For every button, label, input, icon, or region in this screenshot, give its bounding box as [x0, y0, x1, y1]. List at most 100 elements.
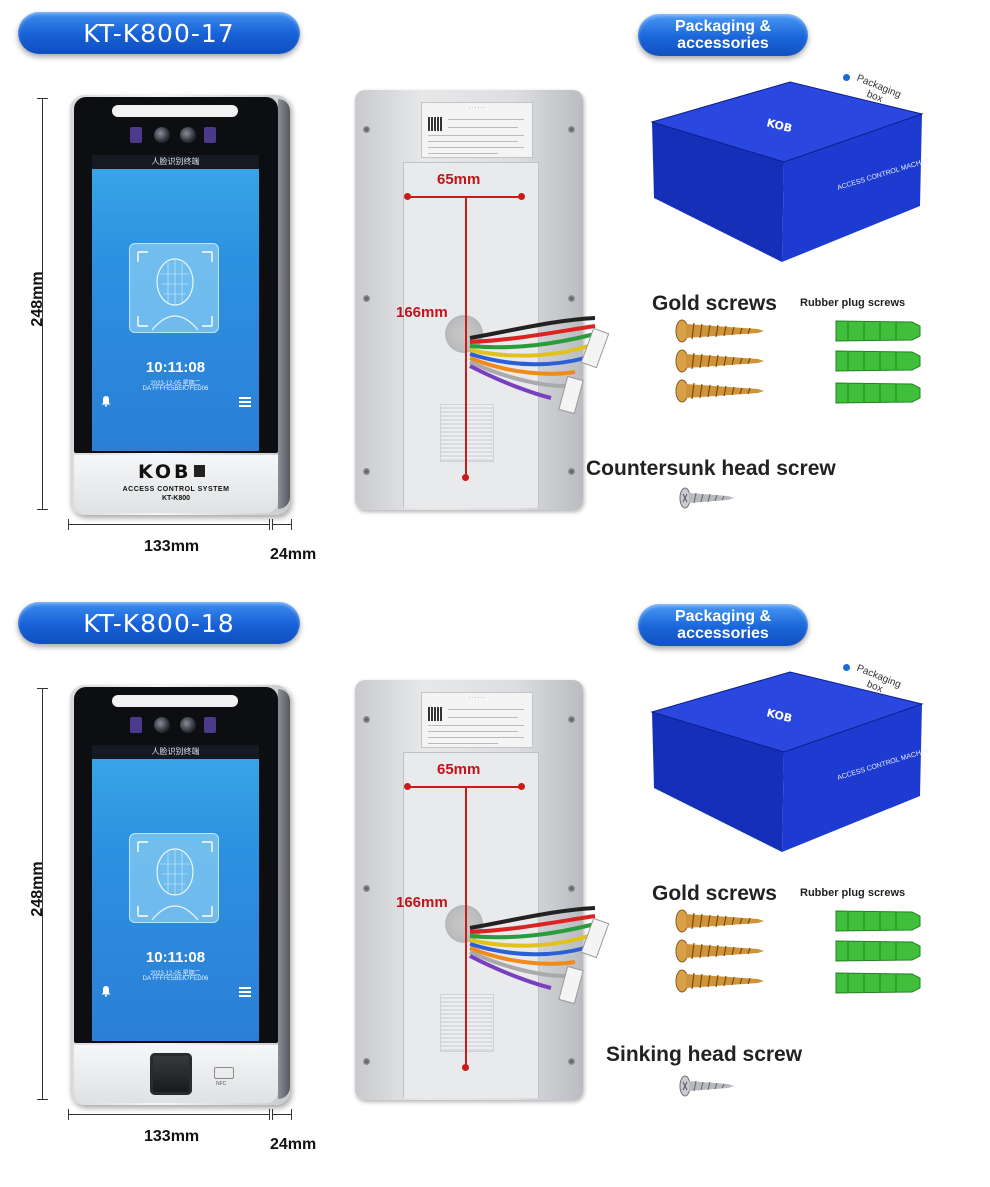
product-sticker: · · · · · · — [421, 692, 533, 748]
mount-hole — [568, 295, 575, 302]
camera-lens-left — [154, 717, 170, 733]
device-front: 人脸识别终端 10:11:08 2023-12-05 星期二 DA FFFFE5… — [70, 685, 290, 1105]
fingerprint-sensor — [150, 1053, 192, 1095]
mount-hole — [363, 468, 370, 475]
box-label-dot — [843, 664, 850, 671]
packaging-title: Packaging & accessories — [638, 604, 808, 646]
screen-header: 人脸识别终端 — [92, 745, 259, 759]
vertical-spacing-label: 166mm — [396, 304, 448, 321]
bell-icon — [101, 396, 111, 407]
device-screen: 人脸识别终端 10:11:08 2023-12-05 星期二 DA FFFFE5… — [92, 155, 259, 451]
device-front: 人脸识别终端 10:11:08 2023-12-05 星期二 DA FFFFE5… — [70, 95, 290, 515]
rubber-plug-icon — [835, 350, 921, 372]
mount-hole — [363, 126, 370, 133]
device-bezel: 人脸识别终端 10:11:08 2023-12-05 星期二 DA FFFFE5… — [74, 97, 278, 453]
device-bezel: 人脸识别终端 10:11:08 2023-12-05 星期二 DA FFFFE5… — [74, 687, 278, 1043]
model-title: KT-K800-18 — [18, 602, 300, 644]
measure-dot — [404, 193, 411, 200]
mount-hole — [363, 885, 370, 892]
hole-spacing-label: 65mm — [437, 171, 481, 188]
measure-dot — [518, 193, 525, 200]
ir-sensor-left — [130, 127, 142, 143]
measure-dot — [518, 783, 525, 790]
rubber-plug-icon — [835, 940, 921, 962]
height-dimension-line — [37, 688, 48, 1100]
width-label: 133mm — [144, 538, 200, 555]
height-label: 248mm — [29, 861, 46, 917]
device-side-edge — [278, 99, 290, 509]
box-logo: KOB — [765, 116, 793, 135]
depth-dimension-line — [272, 519, 292, 530]
measure-dot — [462, 474, 469, 481]
screen-header: 人脸识别终端 — [92, 155, 259, 169]
fill-light-bar — [112, 105, 238, 117]
box-label-dot — [843, 74, 850, 81]
vertical-spacing-line — [465, 786, 467, 1068]
height-dimension-line — [37, 98, 48, 510]
device-bottom-panel: KOB ACCESS CONTROL SYSTEM KT-K800 — [74, 455, 278, 513]
rubber-plug-title: Rubber plug screws — [800, 297, 906, 309]
device-bottom-panel: NFC — [74, 1045, 278, 1103]
brand-logo: KOB — [138, 461, 205, 483]
width-dimension-line — [68, 1109, 270, 1120]
sinking-screw-icon — [679, 1075, 734, 1097]
hole-spacing-line — [407, 786, 521, 788]
camera-lens-left — [154, 127, 170, 143]
gold-screw-icon — [675, 319, 764, 343]
nfc-card-icon — [214, 1067, 234, 1079]
measure-dot — [462, 1064, 469, 1071]
ir-sensor-left — [130, 717, 142, 733]
speaker-vent — [440, 404, 494, 462]
ir-sensor-right — [204, 717, 216, 733]
width-dimension-line — [68, 519, 270, 530]
packaging-box: KOB ACCESS CONTROL MACHINE — [650, 81, 928, 262]
extra-screw-title: Sinking head screw — [606, 1043, 803, 1066]
packaging-box: KOB ACCESS CONTROL MACHINE — [650, 671, 928, 852]
gold-screw-icon — [675, 349, 764, 373]
mount-hole — [363, 295, 370, 302]
packaging-title: Packaging & accessories — [638, 14, 808, 56]
product-section-k800-17: KT-K800-17 Packaging & accessories 248mm… — [0, 0, 990, 590]
hole-spacing-line — [407, 196, 521, 198]
gold-screw-icon — [675, 969, 764, 993]
product-sticker: · · · · · · — [421, 102, 533, 158]
device-side-edge — [278, 689, 290, 1099]
height-label: 248mm — [29, 271, 46, 327]
width-label: 133mm — [144, 1128, 200, 1145]
vertical-spacing-line — [465, 196, 467, 478]
camera-lens-right — [180, 127, 196, 143]
rubber-plug-icon — [835, 972, 921, 994]
mount-hole — [568, 1058, 575, 1065]
mount-hole — [363, 1058, 370, 1065]
screen-date: 2023-12-05 星期二 — [150, 971, 201, 977]
depth-label: 24mm — [270, 546, 317, 563]
screen-serial: DA FFFFE5BEK7FED06 — [142, 386, 209, 392]
screen-date: 2023-12-05 星期二 — [150, 381, 201, 387]
ir-sensor-right — [204, 127, 216, 143]
device-back: · · · · · · — [355, 680, 583, 1100]
countersunk-screw-icon — [679, 487, 734, 509]
mount-hole — [568, 468, 575, 475]
system-subtitle: ACCESS CONTROL SYSTEM — [122, 486, 230, 493]
face-scan-icon — [137, 841, 213, 921]
gold-screws-title: Gold screws — [652, 292, 777, 315]
menu-icon — [239, 397, 251, 407]
gold-screw-icon — [675, 909, 764, 933]
mount-hole — [568, 885, 575, 892]
face-scan-icon — [137, 251, 213, 331]
mount-hole — [363, 716, 370, 723]
bell-icon — [101, 986, 111, 997]
nfc-label: NFC — [216, 1081, 227, 1087]
hole-spacing-label: 65mm — [437, 761, 481, 778]
extra-screw-title: Countersunk head screw — [586, 457, 836, 480]
face-scan-frame — [129, 243, 219, 333]
vertical-spacing-label: 166mm — [396, 894, 448, 911]
gold-screws-title: Gold screws — [652, 882, 777, 905]
gold-screw-icon — [675, 939, 764, 963]
screen-serial: DA FFFFE5BEK7FED06 — [142, 976, 209, 982]
depth-label: 24mm — [270, 1136, 317, 1153]
mount-hole — [568, 126, 575, 133]
camera-lens-right — [180, 717, 196, 733]
device-screen: 人脸识别终端 10:11:08 2023-12-05 星期二 DA FFFFE5… — [92, 745, 259, 1041]
screen-time: 10:11:08 — [145, 359, 206, 376]
